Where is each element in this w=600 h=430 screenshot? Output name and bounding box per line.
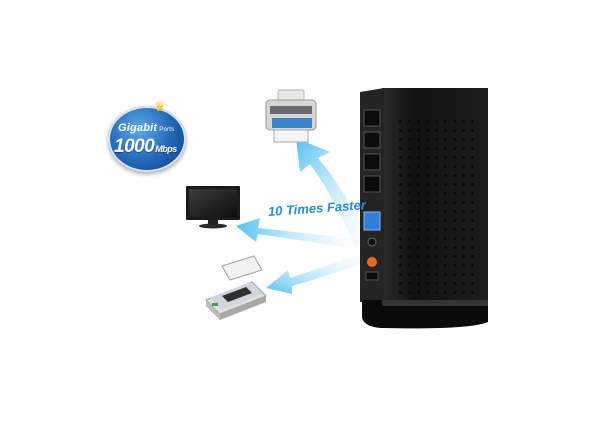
power-button [367,257,377,267]
router-stand [362,300,488,329]
power-port [365,271,379,281]
badge-line1-small: Ports [159,127,175,133]
arrow-to-printer [296,138,372,250]
scanner-icon [205,255,267,320]
ethernet-ports [363,109,381,231]
badge-speed: 1000Mbps [114,136,177,158]
printer-icon [265,89,317,143]
arrow-to-scanner [266,252,368,294]
crown-icon: ♛ [154,99,166,114]
badge-disc [108,106,186,172]
arrow-to-monitor [236,218,366,250]
monitor-icon [186,186,240,229]
badge-number: 1000 [114,136,155,157]
badge-line1: Gigabit [118,122,158,134]
router-device [360,88,488,329]
reset-hole [367,237,377,247]
badge-unit: Mbps [155,144,177,154]
